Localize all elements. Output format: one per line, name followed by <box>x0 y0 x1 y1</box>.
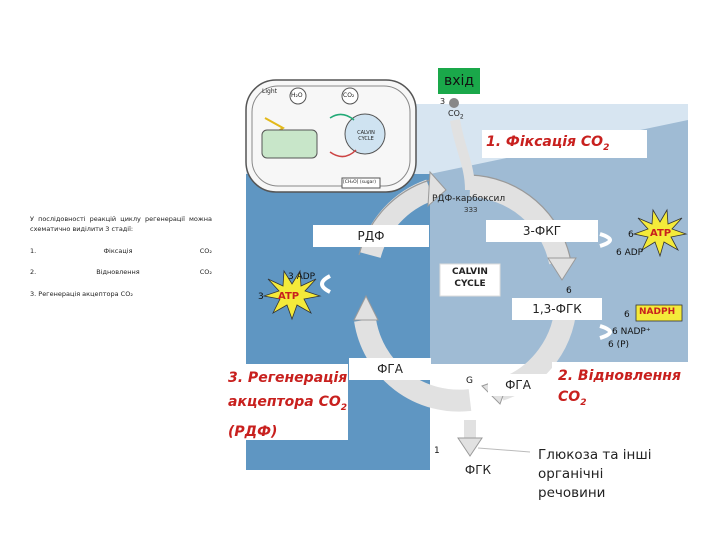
fkg3-box: 3-ФКГ <box>486 220 598 242</box>
light-label: Light <box>262 88 277 95</box>
adp-left-label: 3 ADP <box>288 272 315 282</box>
co2-molecule-icon <box>449 98 459 108</box>
rdf-box: РДФ <box>313 225 429 247</box>
p6-label: 6 <box>566 286 572 296</box>
stage2-label: 2. Відновлення CO2 <box>558 366 681 414</box>
bottom-g-label: G <box>466 376 473 386</box>
fgk13-box: 1,3-ФГК <box>512 298 602 320</box>
sugar-mini-label: [CH₂O] (sugar) <box>343 180 376 185</box>
co2-count: 3 <box>440 97 445 106</box>
left-text-intro: У послідовності реакцій циклу регенераці… <box>30 214 212 235</box>
nadph-label: NADPH <box>639 307 675 317</box>
nadp-label: 6 NADP⁺ <box>612 327 651 337</box>
co2-mini-label: CO₂ <box>343 92 354 99</box>
stage3-label: 3. Регенерація акцептора CO2 (РДФ) <box>228 366 347 444</box>
nadph-count: 6 <box>624 310 630 320</box>
rdf-carboxylase-label: РДФ-карбоксил <box>432 194 505 204</box>
adp-right-label: 6 ADP <box>616 248 643 258</box>
rdf-carboxylase-sub: ЗЗЗ <box>464 206 477 214</box>
p1-label: 1 <box>434 446 440 456</box>
stage1-label: 1. Фіксація CO2 <box>486 134 609 153</box>
chloroplast-figure <box>246 80 416 192</box>
atp-left-label: ATP <box>278 291 299 302</box>
atp-right-label: ATP <box>650 228 671 239</box>
fgk-bottom-box: ФГК <box>455 459 501 481</box>
glucose-label: Глюкоза та інші органічні речовини <box>538 446 678 503</box>
atp-left-count: 3 <box>258 292 264 302</box>
fga-left-box: ФГА <box>349 358 431 380</box>
co2-input-label: CO2 <box>448 109 464 121</box>
h2o-label: H₂O <box>291 92 303 99</box>
fga-right-box: ФГА <box>488 374 548 396</box>
atp-right-count: 6 <box>628 230 634 240</box>
input-badge: вхід <box>438 68 480 94</box>
left-text-block: У послідовності реакцій циклу регенераці… <box>30 214 212 299</box>
calvin-mini-label: CALVIN CYCLE <box>352 130 380 142</box>
pi-label: 6 (P) <box>608 340 629 350</box>
left-text-item-3: 3. Регенерація акцептора CO₂ <box>30 289 212 299</box>
